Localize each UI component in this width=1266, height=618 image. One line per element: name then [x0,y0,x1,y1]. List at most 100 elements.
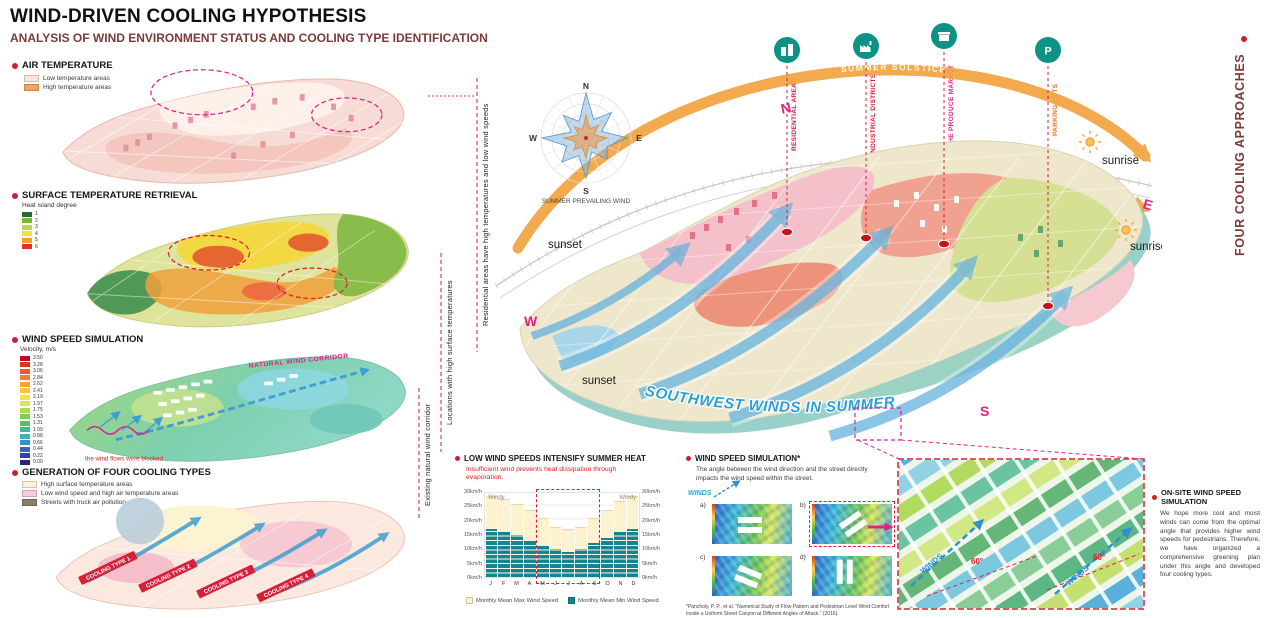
rose-w: W [529,133,538,143]
hotspot-ellipse [167,234,251,271]
simulation-description: The angle between the wind direction and… [696,466,868,482]
sunset-left-label: sunset [548,239,583,251]
scale-row: 1.53 [20,414,43,421]
air-temperature-map [62,69,405,184]
scale-row: 6 [22,244,38,251]
hotspot-ellipse [150,69,254,116]
month-label: A [579,581,584,587]
page-title: WIND-DRIVEN COOLING HYPOTHESIS [10,6,367,27]
sunset-bottom-label: sunset [582,375,617,387]
bullet-icon [12,192,18,199]
building-blocks [153,374,298,418]
section-title: LOW WIND SPEEDS INTENSIFY SUMMER HEAT [464,454,646,463]
rose-n: N [583,81,589,91]
section-title: SURFACE TEMPERATURE RETRIEVAL [22,190,198,201]
wind-corridor-arrow [115,367,371,442]
svg-text:P: P [1044,46,1051,58]
building-pair [737,564,763,579]
summer-solstice-arc [512,64,1152,254]
page-subtitle: ANALYSIS OF WIND ENVIRONMENT STATUS AND … [10,31,488,45]
section-title: WIND SPEED SIMULATION [22,334,144,345]
wind-rose-caption: SUMMER PREVAILING WIND [541,198,631,205]
chart-bar [613,493,626,577]
sun-icon [1115,219,1137,241]
compass-e: E [1141,196,1154,214]
annotation-residential: Residential areas have high temperatures… [481,103,490,327]
scale-row: 0.00 [20,459,43,466]
right-banner: FOUR COOLING APPROACHES [1233,53,1247,257]
simulation-footnote: *Pancholy, P. P., et al. “Numerical Stud… [686,604,890,617]
cooling-types-map: COOLING TYPE 1 COOLING TYPE 2 COOLING TY… [55,497,405,610]
bullet-icon [12,469,18,476]
onsite-body: We hope more cool and moist winds can co… [1160,510,1260,579]
section-cooling-types-heading: GENERATION OF FOUR COOLING TYPES [12,467,211,478]
summer-solstice-label: SUMMER SOLSTICE [841,62,946,75]
scale-row: 2.62 [20,381,43,388]
chart-bar [588,493,600,577]
panel-b-wrap: b) [800,501,895,547]
chart-legend-item: Monthly Mean Max Wind Speed [466,597,558,604]
header: WIND-DRIVEN COOLING HYPOTHESIS ANALYSIS … [10,6,488,45]
chart-bars [485,493,639,577]
simulation-panels: a) b) c) d) [700,501,895,596]
bullet-icon [12,336,18,343]
panel-c-label: c) [700,554,706,561]
hotspot-ellipse [276,267,348,300]
windy-label-left: Windy [488,495,505,501]
onsite-heading: ON-SITE WIND SPEED SIMULATION [1152,488,1262,506]
compass-n: N [779,99,792,117]
scale-row: 4 [22,231,38,238]
scale-row: 0.66 [20,440,43,447]
hotspot-ellipse [310,97,383,133]
panel-d-label: d) [800,554,806,561]
blocked-wind-label: the wind flows were blocked [85,455,163,462]
simulation-panel-d [812,556,892,596]
legend-item: High surface temperature areas [22,481,192,488]
simulation-panel-a [712,504,792,544]
angle-label-1: 60° [971,557,983,566]
scale-row: 2 [22,218,38,225]
chart-bar [536,493,549,577]
market-stall-icon [931,23,957,49]
scale-row: 2.19 [20,394,43,401]
scale-row: 1.75 [20,407,43,414]
chart-bar [575,493,588,577]
parking-icon: P [1035,37,1061,63]
chart-plot-area: Windy Windy [484,489,640,584]
scale-row: 0.22 [20,453,43,460]
winds-arrow-small [713,480,741,498]
building-pair [847,559,853,584]
chart-bar [511,493,523,577]
annotation-surface-temps: Locations with high surface temperatures [445,280,454,426]
panel-c-wrap: c) [700,554,794,596]
chart-bar [626,493,639,577]
poi-industrial [853,33,879,59]
detail-street-blocks [899,460,1143,608]
scale-row: 2.41 [20,388,43,395]
scale-row: 3 [22,224,38,231]
building-pair [838,510,862,529]
scale-row: 3.50 [20,355,43,362]
winds-arrow [1054,527,1133,595]
simulation-heading: WIND SPEED SIMULATION* [686,454,800,463]
windy-label-right: Windy [619,495,636,501]
factory-icon [853,33,879,59]
month-label: N [618,581,623,587]
heat-scale-title: Heat island degree [22,202,77,209]
poi-residential [774,37,800,63]
compass-s: S [980,403,989,419]
poi-parking: P [1035,37,1061,63]
simulation-panel-b [809,501,895,547]
section-title: AIR TEMPERATURE [22,60,113,71]
legend-item: Streets with truck air pollution [22,499,192,506]
chart-bar [562,493,575,577]
legend-item: Low temperature areas [24,75,111,82]
legend-item: High temperature areas [24,84,111,91]
chart-bar [523,493,536,577]
